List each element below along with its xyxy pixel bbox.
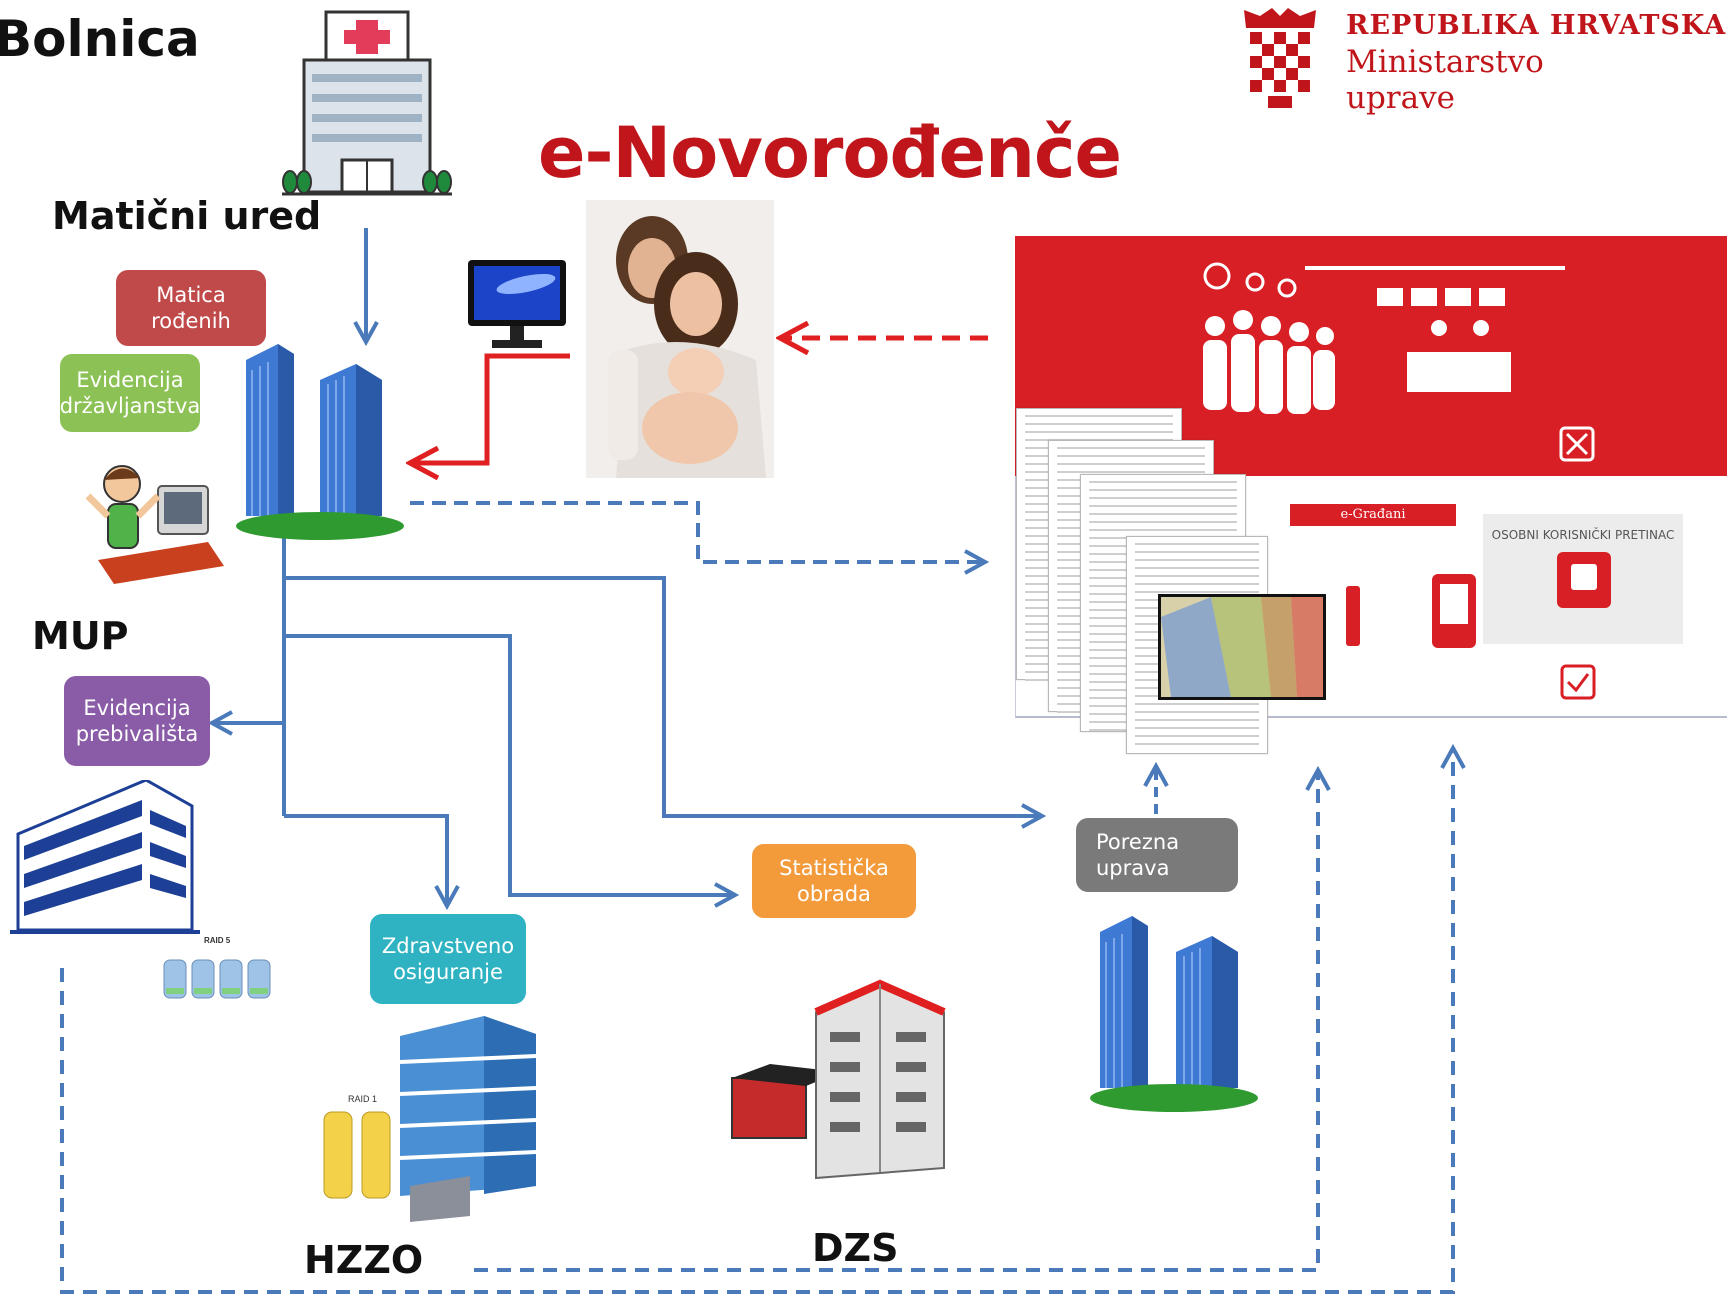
government-block: REPUBLIKA HRVATSKA Ministarstvo uprave: [1346, 8, 1726, 116]
pretinac-label: OSOBNI KORISNIČKI PRETINAC: [1491, 528, 1675, 542]
hospital-icon: [282, 10, 452, 200]
government-line-1: REPUBLIKA HRVATSKA: [1346, 10, 1727, 41]
mup-label: MUP: [32, 614, 129, 658]
raid5-storage-icon: RAID 5: [160, 936, 280, 1006]
dzs-label: DZS: [812, 1226, 899, 1270]
hospital-label: Bolnica: [0, 10, 200, 68]
raid1-label: RAID 1: [348, 1094, 378, 1104]
worker-at-computer-icon: [78, 456, 228, 590]
maticni-ured-label: Matični ured: [52, 194, 322, 238]
raid5-label: RAID 5: [204, 936, 231, 945]
hzzo-label: HZZO: [304, 1238, 424, 1282]
page-title: e-Novorođenče: [538, 112, 1122, 194]
monitor-icon: [466, 258, 568, 350]
arrow-to-statistika: [284, 634, 735, 895]
mup-office-building-icon: [10, 778, 200, 940]
arrow-building-to-portal: [410, 501, 985, 562]
arrow-hzzo-dzs-up: [474, 770, 1318, 1272]
office-building-icon: [232, 340, 408, 540]
family-photo: [586, 200, 774, 478]
osobni-pretinac-panel: OSOBNI KORISNIČKI PRETINAC: [1483, 514, 1683, 644]
hzzo-building-icon: RAID 1: [320, 1016, 544, 1222]
arrow-mup-up: [60, 748, 1453, 1294]
banknotes-photo: [1158, 594, 1326, 700]
government-line-3: uprave: [1346, 80, 1455, 116]
porezna-building-icon: [1086, 912, 1264, 1112]
mailbox-icon: [1557, 552, 1611, 608]
arrow-monitor-to-building: [410, 353, 570, 463]
dzs-building-icon: [730, 968, 960, 1190]
government-line-2: Ministarstvo: [1346, 44, 1544, 80]
checkerboard-coat-of-arms-icon: [1240, 6, 1320, 112]
arrow-to-porezna: [284, 576, 1042, 816]
arrow-to-zdravstvo: [284, 814, 447, 906]
egradani-bar: e-Građani: [1290, 504, 1456, 526]
